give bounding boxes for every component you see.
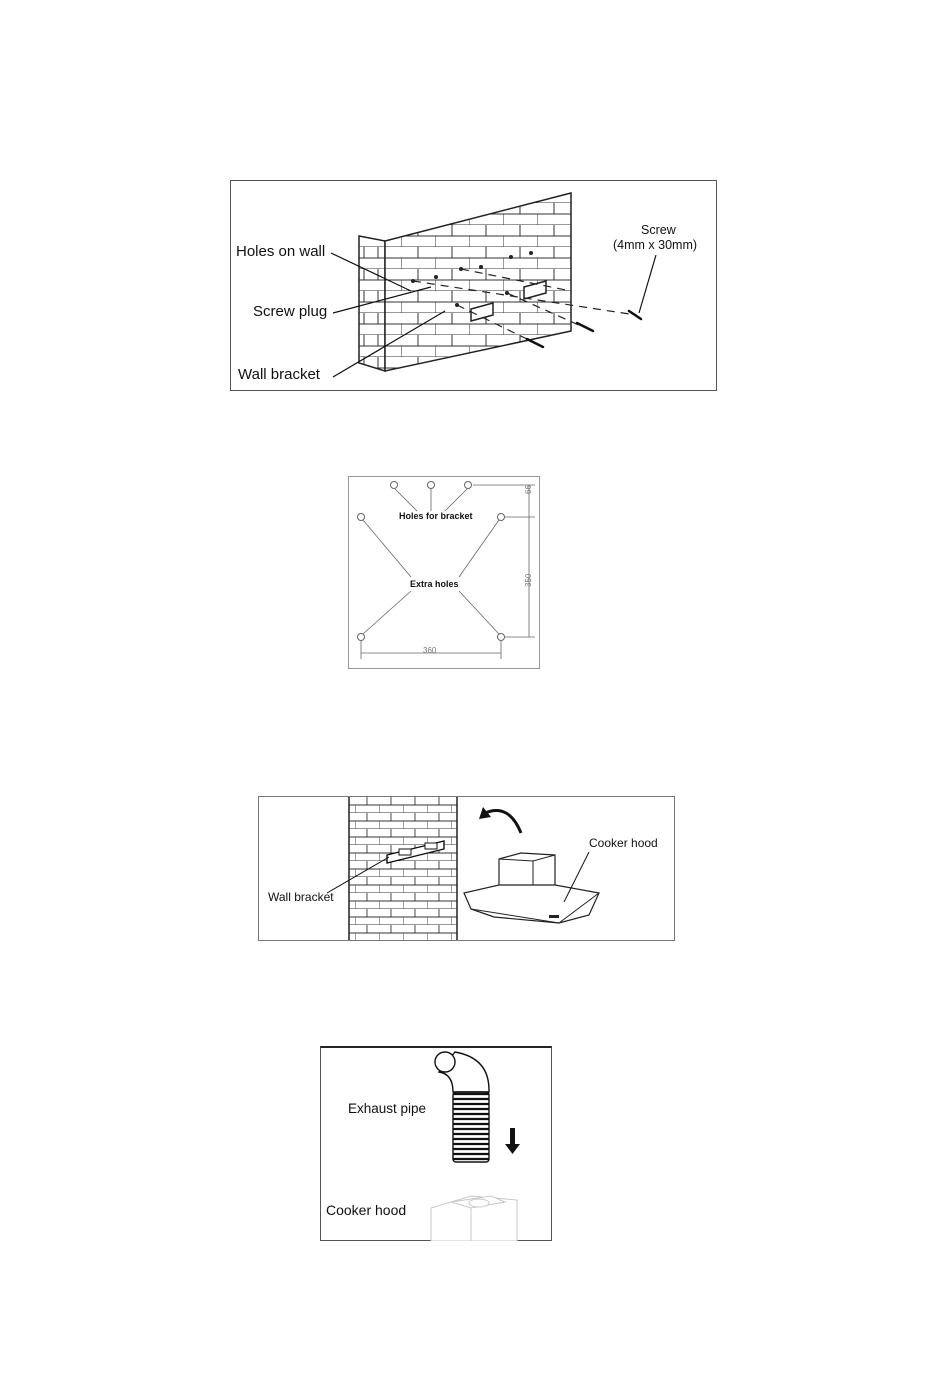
label-extra-holes: Extra holes bbox=[410, 579, 459, 589]
label-holes-for-bracket: Holes for bracket bbox=[399, 511, 473, 521]
label-screw: Screw bbox=[641, 223, 676, 237]
label-screw-plug: Screw plug bbox=[253, 303, 327, 320]
figure-wall-mounting: Holes on wall Screw plug Wall bracket Sc… bbox=[230, 180, 717, 391]
label-cooker-hood-1: Cooker hood bbox=[589, 836, 658, 850]
dimension-360: 360 bbox=[423, 646, 436, 655]
label-exhaust-pipe: Exhaust pipe bbox=[348, 1101, 426, 1116]
label-holes-on-wall: Holes on wall bbox=[236, 243, 325, 260]
label-wall-bracket-2: Wall bracket bbox=[268, 890, 334, 904]
figure-hang-hood: Wall bracket Cooker hood bbox=[258, 796, 675, 941]
dimension-66: 66 bbox=[524, 485, 533, 494]
figure-hole-template: Holes for bracket Extra holes 66 350 360 bbox=[348, 476, 540, 669]
hole-template-diagram bbox=[349, 477, 539, 668]
label-cooker-hood-2: Cooker hood bbox=[326, 1202, 406, 1218]
dimension-350: 350 bbox=[524, 574, 533, 587]
hang-hood-illustration bbox=[259, 797, 674, 940]
label-wall-bracket: Wall bracket bbox=[238, 366, 320, 383]
label-screw-size: (4mm x 30mm) bbox=[613, 238, 697, 252]
brick-wall-illustration bbox=[231, 181, 716, 390]
figure-exhaust-pipe: Exhaust pipe Cooker hood bbox=[320, 1046, 552, 1241]
